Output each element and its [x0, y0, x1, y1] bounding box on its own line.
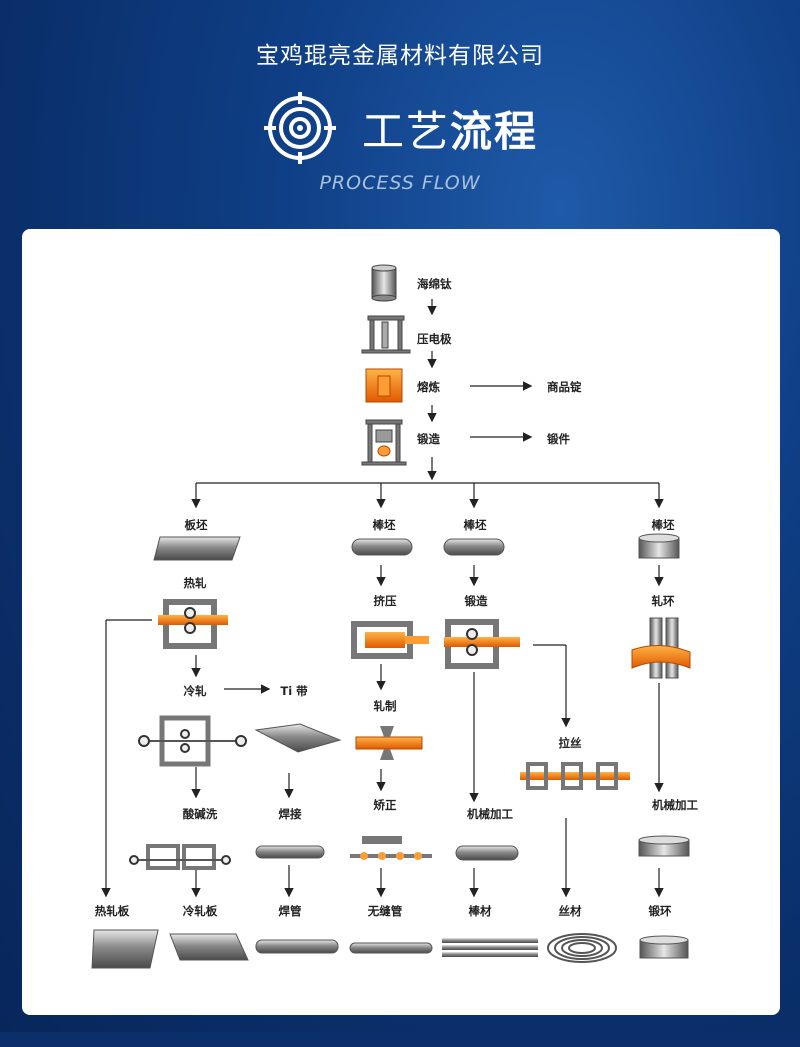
label-ti-strip: Ti 带: [280, 684, 308, 698]
target-icon: [263, 92, 336, 164]
label-rolling: 轧制: [373, 699, 397, 713]
label-wire: 丝材: [558, 904, 582, 918]
label-wire-draw: 拉丝: [558, 736, 582, 750]
label-melting: 熔炼: [417, 380, 440, 394]
label-forging: 锻造: [417, 432, 440, 446]
label-hot-plate: 热轧板: [94, 904, 130, 918]
company-name: 宝鸡琨亮金属材料有限公司: [256, 43, 544, 69]
label-hot-roll: 热轧: [183, 576, 207, 590]
label-seamless-pipe: 无缝管: [367, 904, 403, 918]
label-sponge: 海绵钛: [417, 277, 452, 291]
label-slab: 板坯: [184, 518, 208, 532]
label-cold-plate: 冷轧板: [182, 904, 218, 918]
label-forging-product: 锻件: [547, 432, 570, 446]
label-ingot: 商品锭: [547, 380, 582, 394]
page-header: 宝鸡琨亮金属材料有限公司 工艺流程 PROCESS FLOW: [0, 0, 800, 230]
label-machining-1: 机械加工: [467, 807, 513, 821]
label-forged-ring: 锻环: [648, 904, 672, 918]
label-straighten: 矫正: [373, 798, 397, 812]
label-electrode: 压电极: [417, 332, 452, 346]
footer-band: [0, 1032, 800, 1047]
page-subtitle: PROCESS FLOW: [319, 172, 481, 194]
label-extrude: 挤压: [373, 594, 397, 608]
label-bar-2: 棒坯: [463, 518, 487, 532]
diagram-panel: [22, 229, 780, 1015]
label-cold-roll: 冷轧: [183, 684, 207, 698]
label-machining-2: 机械加工: [652, 798, 698, 812]
label-bar-1: 棒坯: [372, 518, 396, 532]
label-forge-2: 锻造: [464, 594, 488, 608]
page-title: 工艺流程: [361, 106, 539, 156]
label-ring-roll: 轧环: [651, 594, 675, 608]
label-bar-3: 棒坯: [651, 518, 675, 532]
label-welded-pipe: 焊管: [278, 904, 302, 918]
label-welding: 焊接: [278, 807, 302, 821]
label-bar-stock: 棒材: [468, 904, 492, 918]
title-row: 工艺流程: [0, 92, 800, 164]
label-pickling: 酸碱洗: [182, 807, 218, 821]
